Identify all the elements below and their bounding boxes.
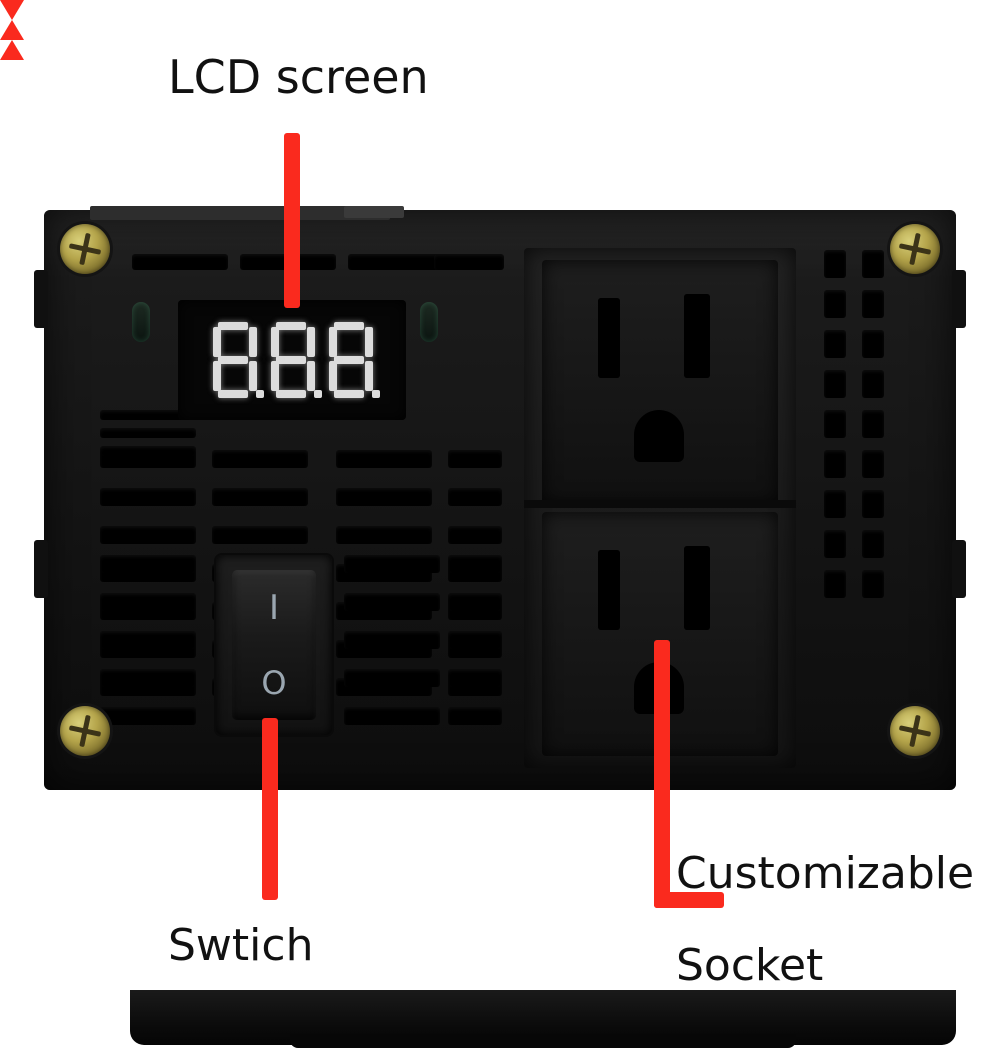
vent-slot xyxy=(100,555,196,573)
vent-slot xyxy=(862,490,884,518)
vent-slot xyxy=(434,254,504,270)
outlet-upper-ground-hole xyxy=(634,410,684,462)
indicator-led-left xyxy=(132,302,150,342)
arrow-switch-stem xyxy=(262,718,278,900)
vent-slot xyxy=(448,526,502,544)
vent-slot xyxy=(824,450,846,478)
outlet-upper-neutral-slot xyxy=(598,298,620,378)
vent-slot xyxy=(448,593,502,611)
outlet-upper xyxy=(542,260,778,504)
mount-notch-right-top xyxy=(952,270,966,328)
vent-slot xyxy=(824,410,846,438)
vent-slot xyxy=(824,370,846,398)
vent-slot xyxy=(824,490,846,518)
vent-slot xyxy=(100,526,196,544)
vent-slot xyxy=(862,370,884,398)
vent-slot xyxy=(448,669,502,687)
vent-slot xyxy=(344,593,440,611)
vent-slot xyxy=(100,410,196,420)
vent-slot xyxy=(862,290,884,318)
annotation-label-switch: Swtich xyxy=(168,920,314,971)
vent-slot xyxy=(100,707,196,725)
arrow-switch-head xyxy=(0,20,24,40)
vent-slot xyxy=(448,450,502,468)
vent-slot xyxy=(824,290,846,318)
vent-slot xyxy=(100,631,196,649)
annotation-label-socket: Socket xyxy=(676,940,824,991)
vent-slot xyxy=(100,488,196,506)
lcd-display xyxy=(178,300,406,420)
lcd-digit-1 xyxy=(210,320,264,400)
vent-slot xyxy=(100,669,196,687)
lcd-digit-2 xyxy=(268,320,322,400)
arrow-lcd-head xyxy=(0,0,24,20)
vent-slot xyxy=(862,530,884,558)
mount-notch-left-bottom xyxy=(34,540,48,598)
vent-slot xyxy=(862,250,884,278)
vent-slot xyxy=(448,555,502,573)
indicator-led-right xyxy=(420,302,438,342)
vent-slot xyxy=(448,631,502,649)
screw-bottom-right xyxy=(890,706,940,756)
mount-notch-right-bottom xyxy=(952,540,966,598)
device-foot-bracket xyxy=(130,990,956,1048)
vent-slot xyxy=(824,530,846,558)
vent-slot xyxy=(862,570,884,598)
switch-on-mark: I xyxy=(268,588,280,628)
lcd-digit-3 xyxy=(326,320,380,400)
vent-slot xyxy=(336,450,432,468)
screw-top-right xyxy=(890,224,940,274)
vent-slot xyxy=(824,330,846,358)
vent-slot xyxy=(348,254,444,270)
arrow-lcd-stem xyxy=(284,133,300,308)
annotation-label-lcd: LCD screen xyxy=(168,50,429,104)
power-inverter-device: I O xyxy=(34,206,966,1048)
top-edge-lip-highlight xyxy=(344,206,404,218)
switch-off-mark: O xyxy=(261,664,287,702)
arrow-socket-elbow xyxy=(654,892,724,908)
rocker-switch[interactable]: I O xyxy=(216,555,332,735)
vent-slot xyxy=(132,254,228,270)
vent-slot xyxy=(212,488,308,506)
vent-slot xyxy=(336,526,432,544)
rocker-switch-paddle[interactable]: I O xyxy=(232,570,316,720)
vent-slot xyxy=(862,410,884,438)
vent-slot xyxy=(862,450,884,478)
screw-top-left xyxy=(60,224,110,274)
vent-slot xyxy=(100,446,196,456)
vent-slot xyxy=(100,593,196,611)
annotation-label-customizable: Customizable xyxy=(676,848,975,899)
arrow-socket-stem xyxy=(654,640,670,908)
vent-slot xyxy=(344,707,440,725)
top-edge-lip xyxy=(90,206,390,220)
vent-slot xyxy=(448,488,502,506)
screw-bottom-left xyxy=(60,706,110,756)
outlet-lower-hot-slot xyxy=(684,546,710,630)
vent-slot xyxy=(212,450,308,468)
outlet-divider xyxy=(524,500,796,508)
outlet-upper-hot-slot xyxy=(684,294,710,378)
vent-slot xyxy=(344,555,440,573)
vent-slot xyxy=(824,570,846,598)
vent-slot xyxy=(344,669,440,687)
vent-slot xyxy=(824,250,846,278)
vent-slot xyxy=(344,631,440,649)
arrow-socket-head xyxy=(0,40,24,60)
vent-slot xyxy=(100,428,196,438)
vent-slot xyxy=(212,526,308,544)
vent-slot xyxy=(448,707,502,725)
vent-slot xyxy=(862,330,884,358)
mount-notch-left-top xyxy=(34,270,48,328)
outlet-lower-neutral-slot xyxy=(598,550,620,630)
vent-slot xyxy=(336,488,432,506)
